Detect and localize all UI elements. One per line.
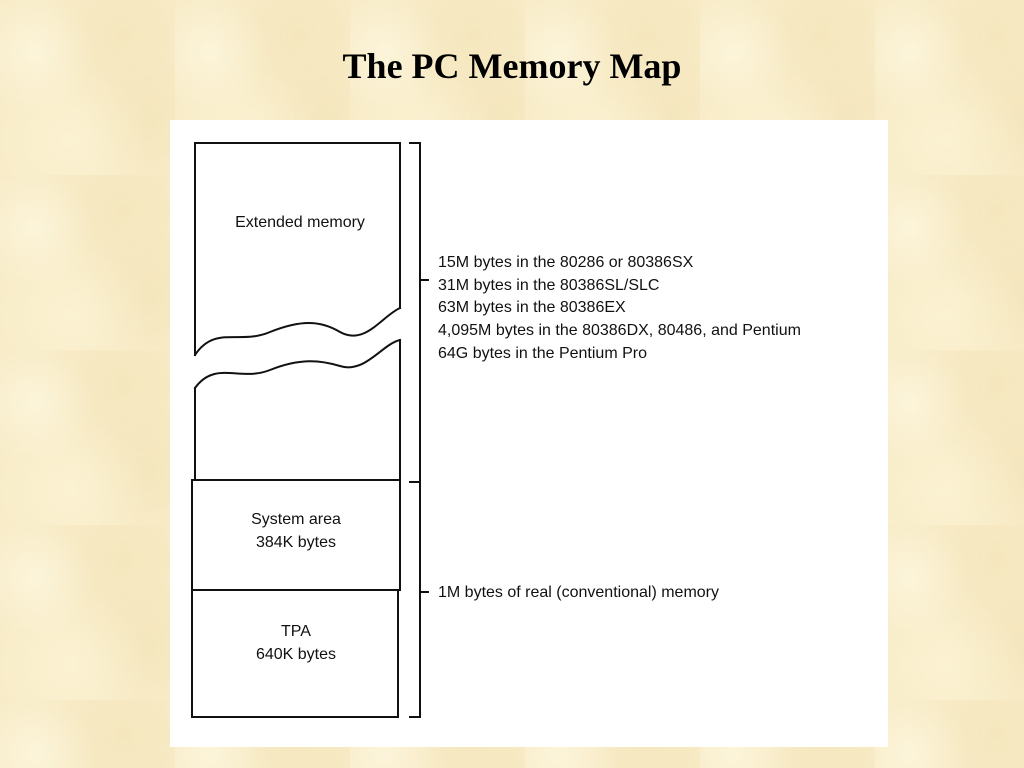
extended-desc-line: 15M bytes in the 80286 or 80386SX: [438, 254, 694, 271]
extended-memory-upper-outline: [194, 142, 401, 356]
brace-real: [409, 481, 429, 718]
break-wave-lower: [193, 338, 402, 390]
real-memory-label: 1M bytes of real (conventional) memory: [438, 584, 719, 601]
break-wave-upper: [193, 306, 402, 357]
system-area-size: 384K bytes: [255, 534, 337, 551]
slide-title: The PC Memory Map: [342, 46, 682, 86]
memory-map-figure: Extended memory System area 384K bytes T…: [170, 120, 888, 747]
extended-desc-line: 64G bytes in the Pentium Pro: [438, 345, 647, 362]
extended-desc-line: 31M bytes in the 80386SL/SLC: [438, 277, 660, 294]
extended-memory-label: Extended memory: [235, 214, 365, 231]
system-area-label: System area: [251, 511, 341, 528]
brace-extended: [409, 142, 429, 483]
extended-desc-line: 63M bytes in the 80386EX: [438, 299, 626, 316]
tpa-label: TPA: [281, 623, 311, 640]
memory-map-diagram: [191, 142, 429, 718]
extended-desc-line: 4,095M bytes in the 80386DX, 80486, and …: [438, 322, 801, 339]
tpa-size: 640K bytes: [255, 646, 337, 663]
